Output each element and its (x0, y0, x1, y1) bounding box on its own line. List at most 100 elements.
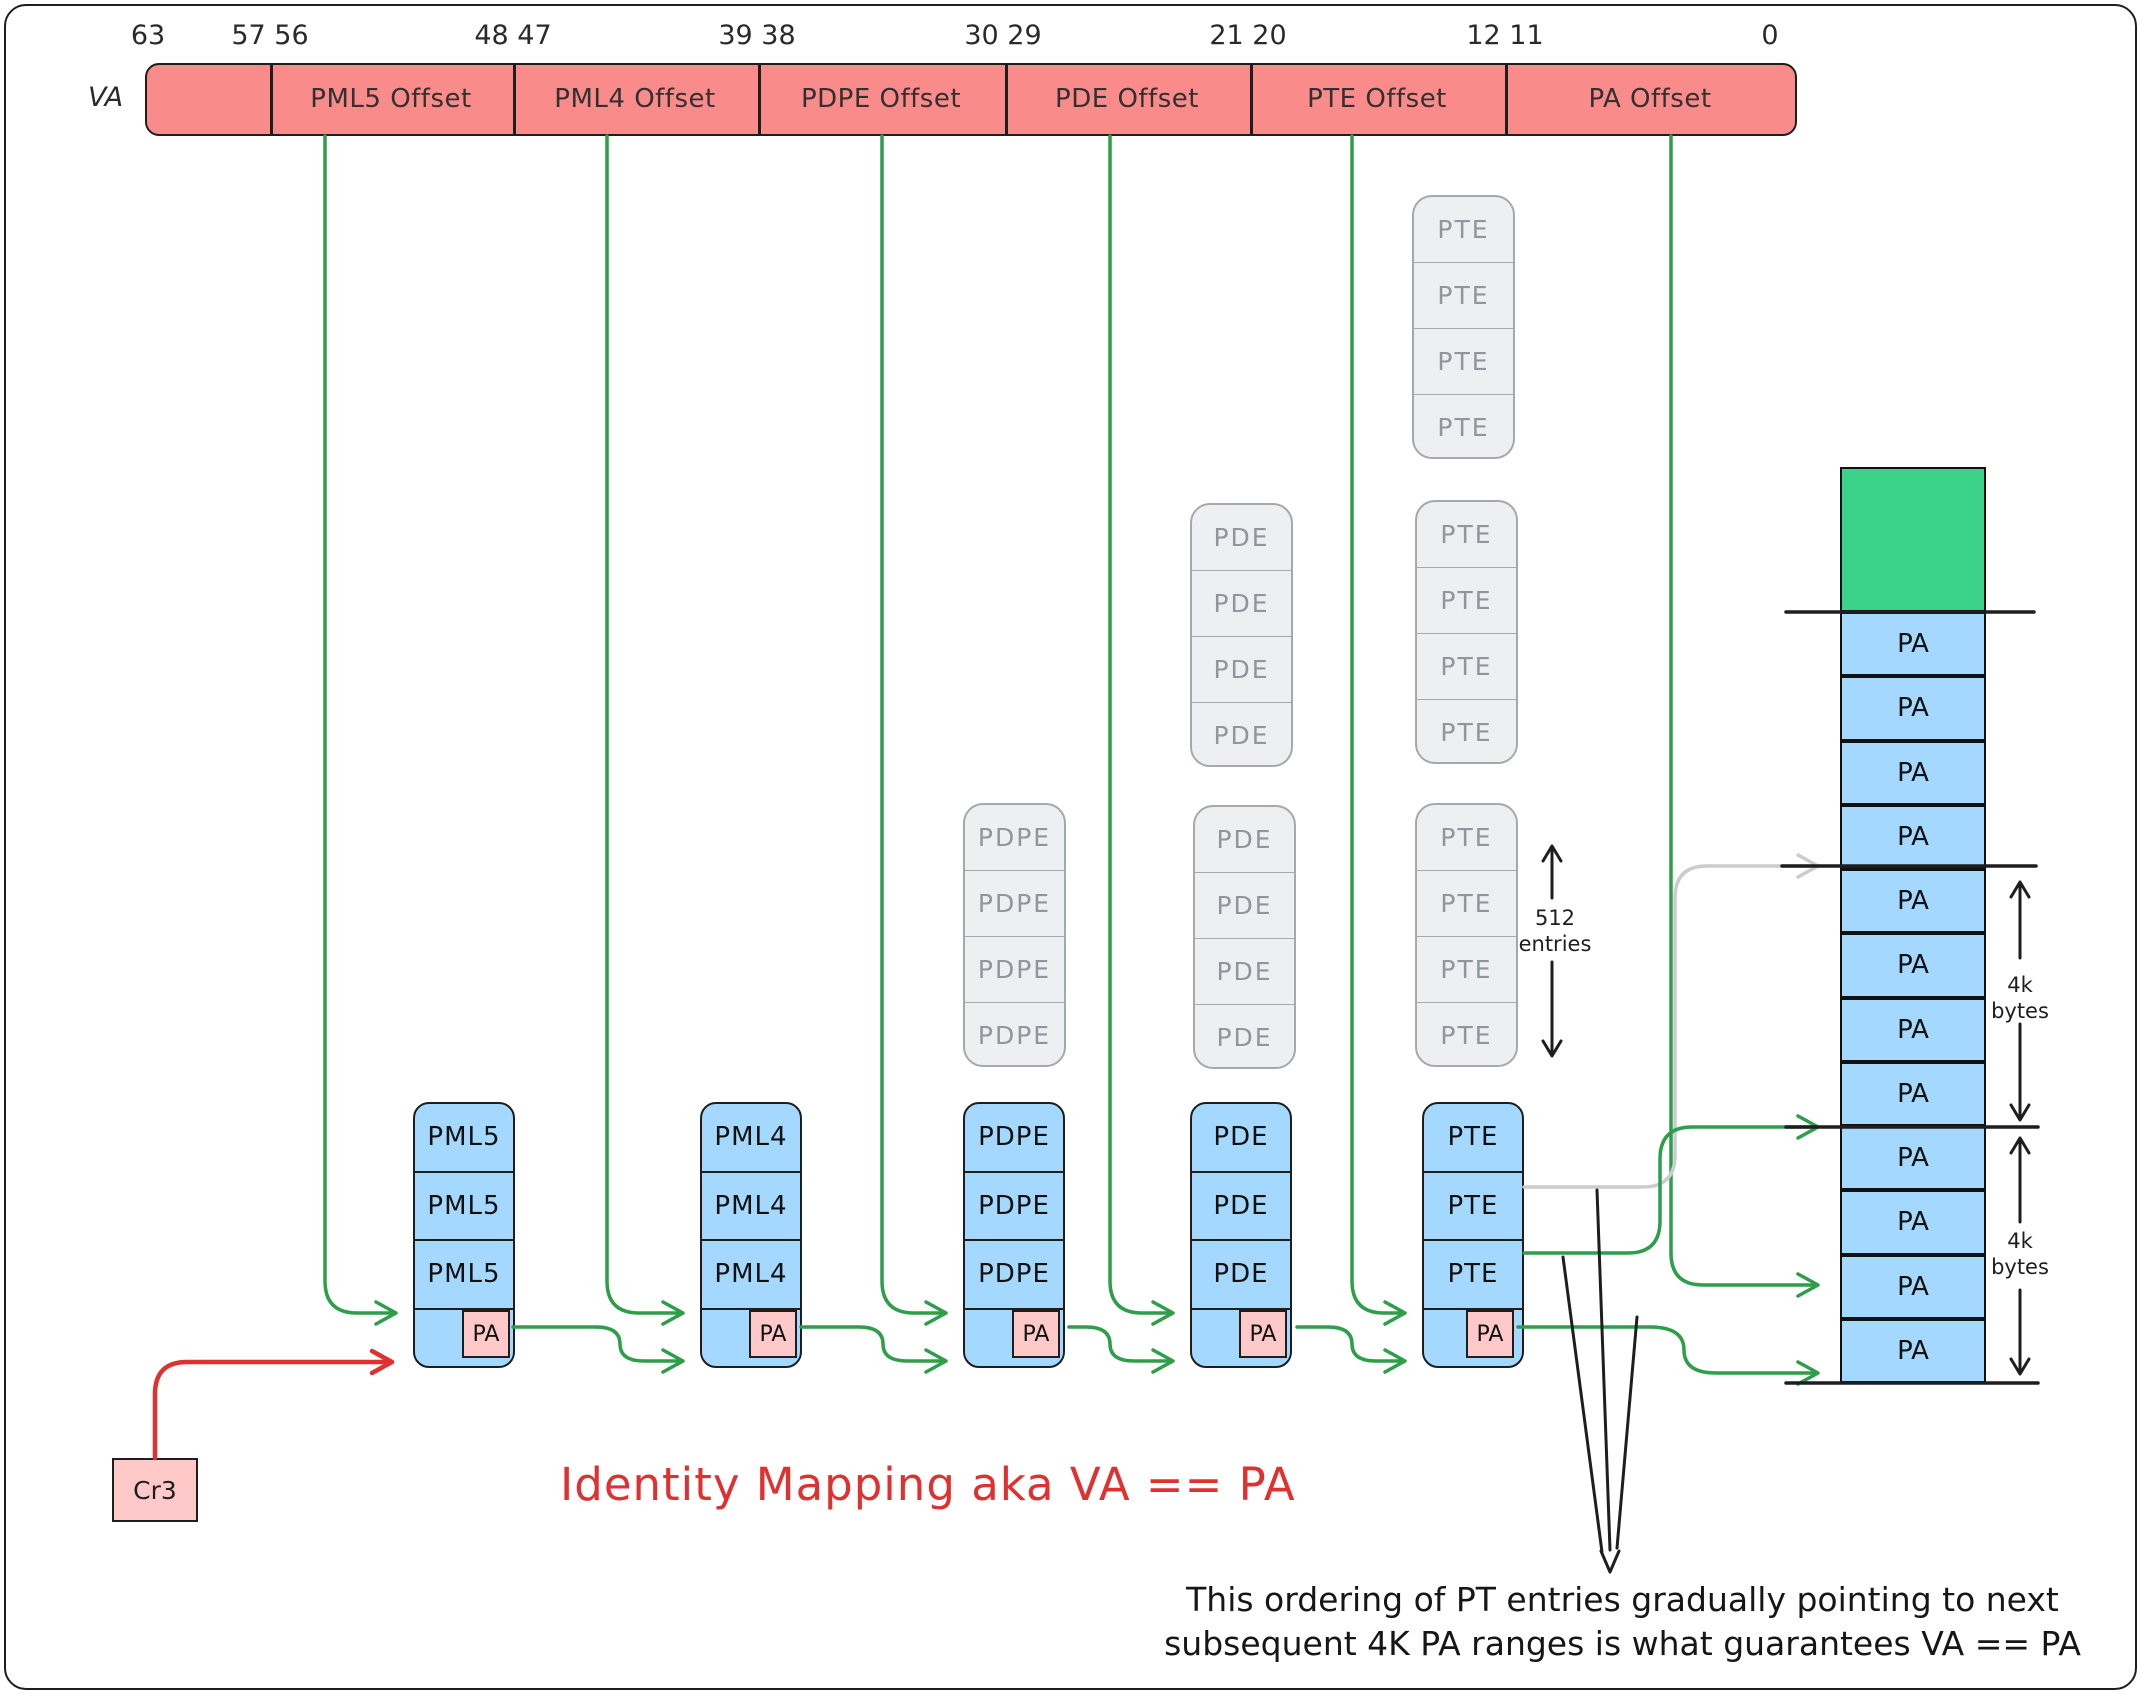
va-segment-pa-offset: PA Offset (1588, 84, 1712, 114)
ghost-cell: PTE (1417, 568, 1516, 634)
va-bar-divider (1505, 65, 1508, 134)
ghost-cell-label: PDPE (977, 1021, 1052, 1050)
table-cell: PDE (1192, 1104, 1290, 1173)
ghost-cell-label: PTE (1437, 215, 1490, 244)
table-cell: PML5 (415, 1104, 513, 1173)
ghost-cell: PTE (1414, 395, 1513, 457)
table-cell-label: PDE (1213, 1122, 1269, 1153)
offset-line-pml5 (323, 134, 398, 1326)
pa-cell-9: PA (1840, 1126, 1986, 1191)
table-cell-label: PML4 (714, 1122, 788, 1153)
ghost-cell-label: PTE (1440, 520, 1493, 549)
ghost-cell: PTE (1417, 1003, 1516, 1065)
note-fan-line-1 (1595, 1188, 1612, 1552)
table-cell-label: PDPE (978, 1259, 1050, 1290)
ghost-cell: PTE (1417, 502, 1516, 568)
pa-box-pml4: PA (749, 1310, 797, 1358)
ghost-stack-pdpe: PDPE PDPE PDPE PDPE (963, 803, 1066, 1067)
ghost-cell: PTE (1417, 634, 1516, 700)
note-line-1: This ordering of PT entries gradually po… (1186, 1580, 2059, 1619)
table-cell: PML4 (702, 1241, 800, 1310)
va-segment-pdpe-offset: PDPE Offset (800, 84, 962, 114)
table-cell: PDPE (965, 1241, 1063, 1310)
pa-cell-5: PA (1840, 869, 1986, 934)
table-cell: PTE (1424, 1104, 1522, 1173)
ghost-stack-pde-mid: PDE PDE PDE PDE (1190, 503, 1293, 767)
bit-label-57-56: 57 56 (231, 20, 309, 51)
cr3-box: Cr3 (112, 1458, 198, 1522)
va-bar (145, 63, 1797, 136)
ghost-cell-label: PTE (1437, 281, 1490, 310)
pa-box-pte: PA (1466, 1310, 1514, 1358)
table-cell: PML4 (702, 1173, 800, 1241)
pa-box-label: PA (759, 1321, 787, 1347)
pa-cell-label: PA (1897, 950, 1929, 981)
ghost-cell-label: PTE (1440, 652, 1493, 681)
va-bar-divider (758, 65, 761, 134)
pa-cell-label: PA (1897, 1078, 1929, 1109)
note-fan-line-2 (1561, 1255, 1604, 1554)
va-bar-divider (513, 65, 516, 134)
label-4k-bytes-lower: 4k bytes (1975, 1228, 2065, 1280)
label-bytes: bytes (1991, 999, 2049, 1023)
ghost-cell: PDPE (965, 871, 1064, 937)
ghost-cell-label: PTE (1440, 955, 1493, 984)
pa-cell-11: PA (1840, 1254, 1986, 1319)
va-segment-pml4-offset: PML4 Offset (554, 84, 716, 114)
note-caption: This ordering of PT entries gradually po… (1155, 1578, 2090, 1666)
pa-cell-4: PA (1840, 804, 1986, 869)
pa-chain-pml4-to-pdpe (799, 1325, 948, 1374)
table-cell-label: PML5 (427, 1190, 501, 1221)
label-512-entries: 512 entries (1505, 905, 1605, 957)
label-bytes: bytes (1991, 1255, 2049, 1279)
table-cell: PML5 (415, 1241, 513, 1310)
ghost-cell: PDPE (965, 805, 1064, 871)
pa-cell-label: PA (1897, 1143, 1929, 1174)
table-cell: PTE (1424, 1173, 1522, 1241)
note-fan-arrowhead (1599, 1549, 1621, 1574)
label-4k: 4k (2007, 973, 2033, 997)
table-cell-label: PTE (1447, 1122, 1499, 1153)
bit-label-30-29: 30 29 (964, 20, 1042, 51)
table-cell-label: PTE (1447, 1190, 1499, 1221)
bit-label-39-38: 39 38 (718, 20, 796, 51)
offset-line-pde (1108, 134, 1175, 1326)
pa-cell-10: PA (1840, 1190, 1986, 1255)
ghost-cell-label: PTE (1437, 413, 1490, 442)
pa-cell-6: PA (1840, 933, 1986, 998)
pa-chain-pde-to-pte (1295, 1325, 1407, 1374)
pa-cell-label: PA (1897, 1271, 1929, 1302)
pa-box-label: PA (1476, 1321, 1504, 1347)
table-cell-label: PDE (1213, 1259, 1269, 1290)
pa-chain-pte-to-memory (1516, 1325, 1820, 1386)
bit-label-12-11: 12 11 (1466, 20, 1544, 51)
ghost-cell: PDE (1192, 703, 1291, 765)
ghost-cell: PDE (1195, 807, 1294, 873)
pa-chain-pml5-to-pml4 (511, 1325, 685, 1374)
pa-cell-label: PA (1897, 886, 1929, 917)
table-cell-label: PTE (1447, 1259, 1499, 1290)
ghost-cell-label: PDE (1213, 721, 1270, 750)
va-bar-divider (270, 65, 273, 134)
offset-line-pdpe (880, 134, 948, 1326)
ghost-cell: PDE (1195, 1005, 1294, 1067)
pte-entry-green-link (1522, 1114, 1820, 1255)
cr3-label: Cr3 (133, 1475, 177, 1505)
pa-cell-label: PA (1897, 821, 1929, 852)
ghost-cell-label: PDE (1216, 891, 1273, 920)
ghost-cell: PTE (1414, 197, 1513, 263)
label-4k-bytes-upper: 4k bytes (1975, 972, 2065, 1024)
ghost-stack-pte-top: PTE PTE PTE PTE (1412, 195, 1515, 459)
ghost-cell-label: PDE (1216, 1023, 1273, 1052)
pa-cell-label: PA (1897, 757, 1929, 788)
ghost-cell-label: PTE (1440, 889, 1493, 918)
pa-cell-label: PA (1897, 629, 1929, 660)
pa-box-pdpe: PA (1012, 1310, 1060, 1358)
pa-cell-8: PA (1840, 1061, 1986, 1126)
canvas-border (4, 4, 2137, 1690)
identity-caption: Identity Mapping aka VA == PA (560, 1458, 1296, 1511)
bit-label-48-47: 48 47 (474, 20, 552, 51)
ghost-cell: PDE (1195, 939, 1294, 1005)
ghost-cell: PDE (1192, 505, 1291, 571)
